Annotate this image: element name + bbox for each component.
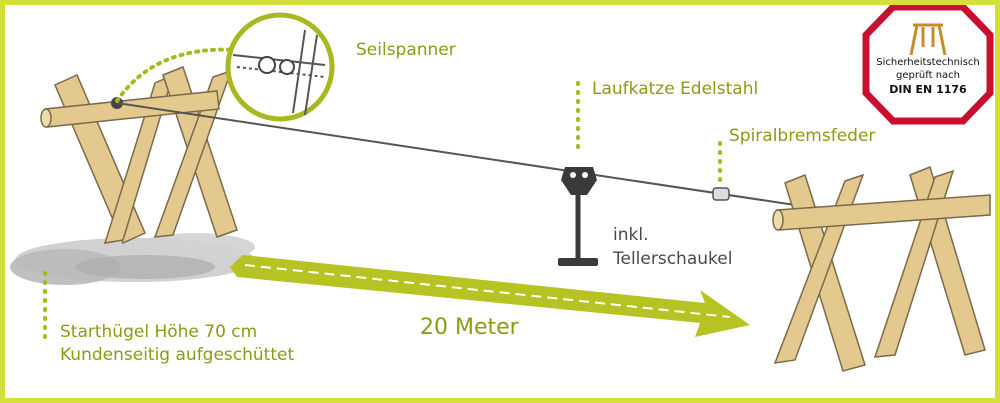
label-seat-line2: Tellerschaukel	[613, 249, 733, 269]
start-mound	[10, 233, 255, 285]
label-start-line2: Kundenseitig aufgeschüttet	[60, 345, 295, 365]
safety-badge	[862, 5, 994, 125]
zipline-cable	[116, 102, 796, 206]
spring-icon	[712, 187, 730, 201]
distance-arrow	[230, 255, 750, 337]
left-a-frame	[40, 66, 238, 244]
label-rope-tensioner: Seilspanner	[356, 40, 456, 60]
badge-line1: Sicherheitstechnisch	[876, 57, 980, 68]
label-start-line1: Starthügel Höhe 70 cm	[60, 322, 258, 342]
tensioner-callout-line	[115, 47, 239, 103]
tensioner-magnifier	[225, 12, 335, 122]
trolley-seat-icon	[558, 167, 598, 266]
diagram-artwork	[10, 5, 994, 372]
badge-line2: geprüft nach	[895, 70, 961, 81]
label-trolley: Laufkatze Edelstahl	[592, 79, 759, 99]
label-distance: 20 Meter	[420, 315, 519, 340]
right-a-frame	[772, 165, 991, 372]
playground-swing-icon	[909, 23, 947, 56]
label-spring: Spiralbremsfeder	[729, 126, 876, 146]
label-seat-line1: inkl.	[613, 225, 649, 245]
badge-line3: DIN EN 1176	[889, 83, 967, 96]
